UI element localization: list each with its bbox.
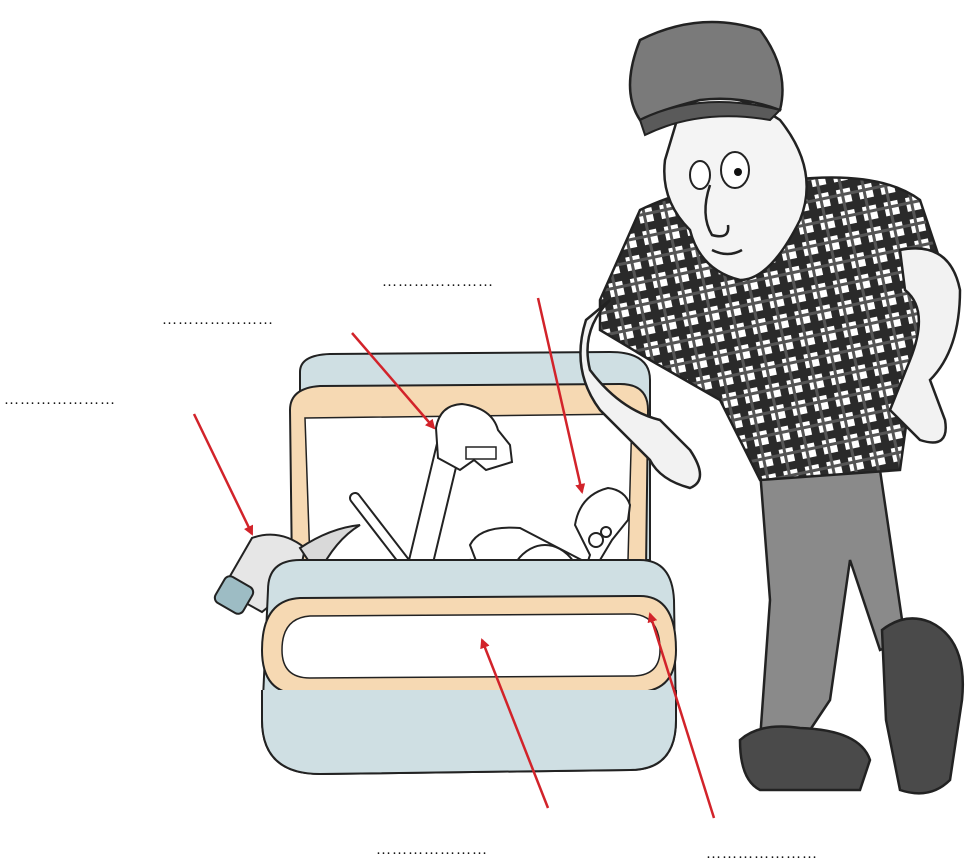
toolbox-front xyxy=(262,560,676,774)
blank-screwdriver[interactable]: ………………… xyxy=(376,842,488,859)
blank-wrench[interactable]: ………………… xyxy=(162,312,274,329)
blank-hammer[interactable]: ………………… xyxy=(4,392,116,409)
arrow-hammer xyxy=(194,414,252,534)
blank-saw[interactable]: ………………… xyxy=(706,846,818,863)
blank-pliers[interactable]: ………………… xyxy=(382,274,494,291)
